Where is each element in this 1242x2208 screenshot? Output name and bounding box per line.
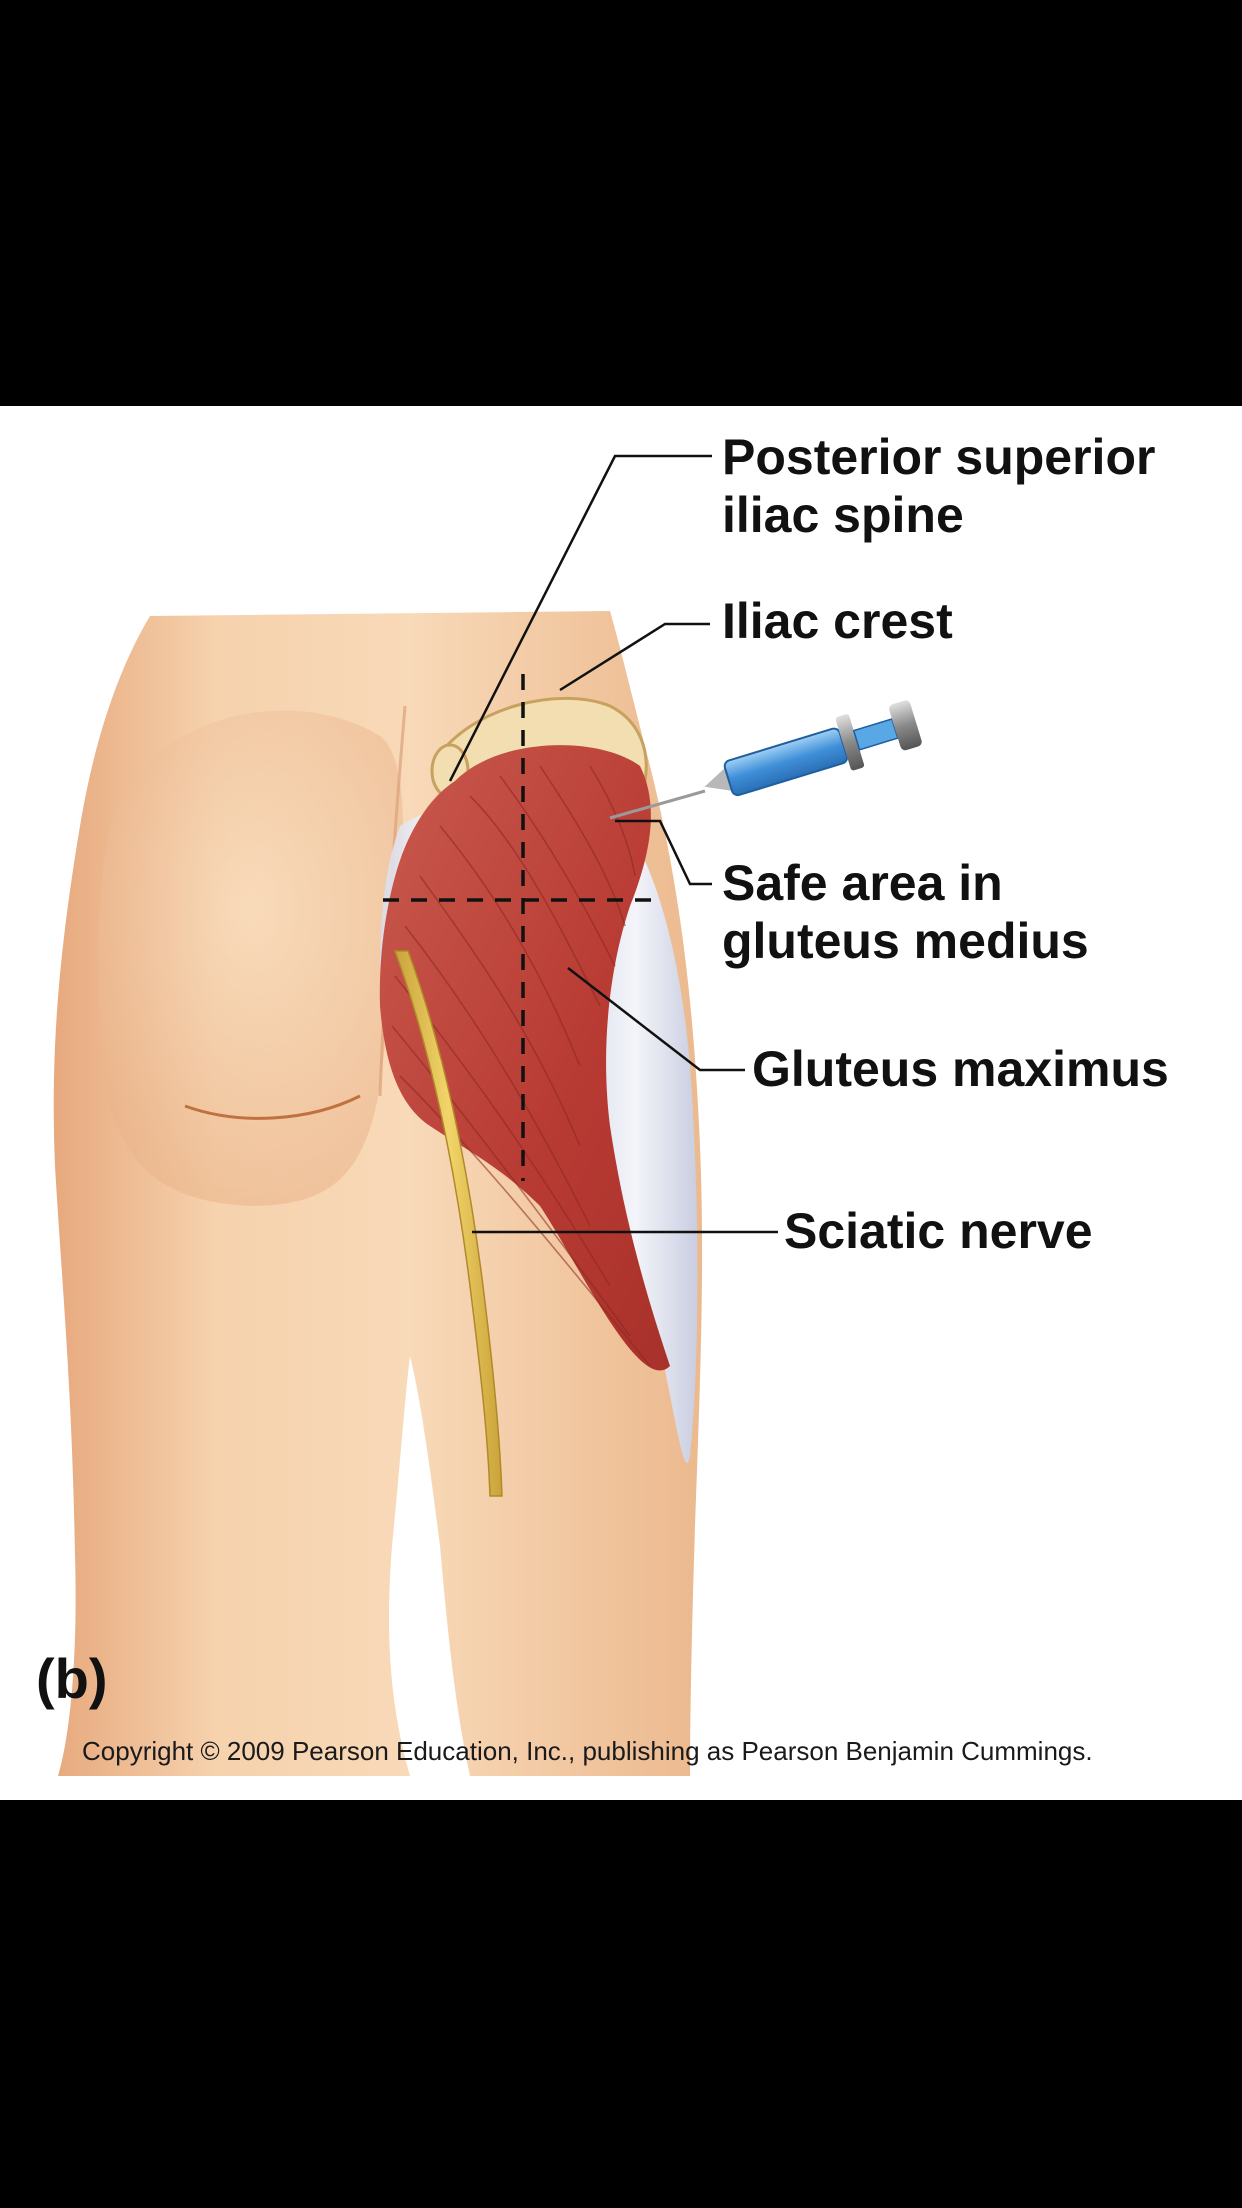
sciatic-nerve-shape [393,950,503,1497]
label-safe-area-line2: gluteus medius [722,913,1089,969]
label-gluteus-maximus: Gluteus maximus [752,1041,1169,1097]
panel-letter: (b) [36,1647,108,1710]
anatomy-figure: Posterior superior iliac spine Iliac cre… [0,406,1242,1800]
label-psis-line1: Posterior superior [722,429,1156,485]
copyright-text: Copyright © 2009 Pearson Education, Inc.… [82,1736,1093,1766]
leader-psis [448,454,712,782]
label-safe-area-line1: Safe area in [722,855,1003,911]
leader-gluteus-maximus [567,967,745,1072]
syringe-icon [704,700,922,797]
letterbox-top [0,0,1242,406]
muscle-fibers [391,765,651,1367]
leader-iliac-crest [559,622,710,692]
gluteal-fold-left [184,1094,361,1120]
label-sciatic-nerve: Sciatic nerve [784,1203,1093,1259]
gluteal-illustration [53,454,922,1776]
letterbox-bottom [0,1800,1242,2208]
leader-safe-area [615,819,712,886]
label-psis-line2: iliac spine [722,487,964,543]
needle [609,789,706,820]
left-buttock [97,710,404,1206]
label-iliac-crest: Iliac crest [722,593,953,649]
